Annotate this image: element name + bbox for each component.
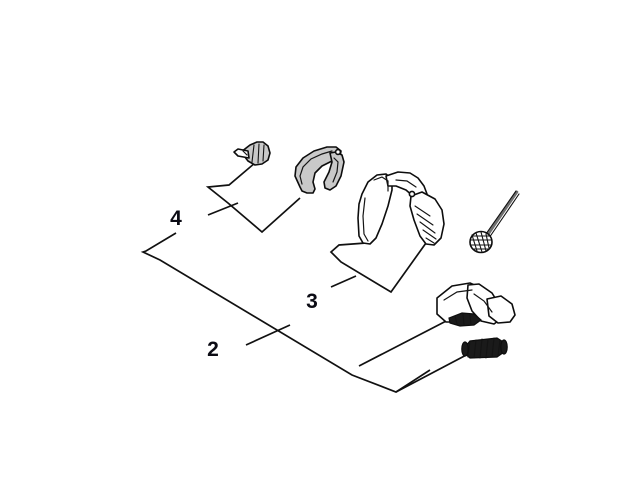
coil-spring-end-right [500, 339, 508, 355]
part-bracket-lever [357, 171, 445, 246]
leader-bracket-3 [329, 242, 427, 294]
leader-bracket-2-upper [140, 232, 431, 393]
leader-bracket-2-branch2 [395, 351, 473, 393]
knurled-pin-knurling [470, 231, 492, 253]
hook-lever-arm [323, 151, 345, 191]
coil-spring-coils [467, 337, 501, 359]
hook-lever-pivot [334, 148, 342, 156]
cone-clip-detail [242, 150, 248, 156]
clip-block-edge-1 [443, 289, 473, 301]
leader-tick-3 [330, 275, 357, 288]
knurled-pin-rod-edge-1 [485, 190, 517, 235]
bracket-lever-ribbed-tab [409, 191, 445, 246]
hook-lever-arm-edge [332, 157, 339, 183]
clip-block-shadow-hatch-3 [469, 314, 472, 326]
bracket-lever-hatch-5 [425, 237, 435, 244]
leader-group-3 [329, 242, 427, 294]
cone-clip-hatch-1 [251, 144, 255, 163]
clip-block-shadow-hatch-1 [454, 315, 458, 325]
callout-label-3: 3 [306, 290, 318, 313]
clip-block-shadow-hatch-2 [462, 313, 465, 326]
leader-tick-4 [207, 202, 239, 216]
callout-label-2: 2 [207, 338, 219, 361]
leader-group-4 [205, 156, 301, 234]
cone-clip-hatch-2 [257, 143, 260, 164]
leader-bracket-4 [205, 156, 301, 234]
callout-label-4: 4 [170, 207, 182, 230]
bracket-lever-hatch-4 [422, 229, 437, 240]
part-knurled-pin [469, 190, 520, 254]
bracket-lever-edge-2 [373, 176, 389, 192]
bracket-lever-edge-3 [395, 179, 417, 188]
bracket-lever-hatch-3 [419, 221, 436, 234]
part-coil-spring [461, 337, 508, 359]
bracket-lever-hatch-2 [416, 213, 434, 226]
leader-tick-2 [245, 324, 291, 346]
part-hook-lever [294, 146, 345, 194]
clip-block-tab [486, 295, 516, 324]
knurled-pin-rod-edge-2 [488, 193, 520, 239]
coil-spring-end-left [461, 341, 469, 357]
part-cone-clip [233, 141, 271, 166]
bracket-lever-hole [408, 190, 416, 198]
knurled-pin-rod [485, 190, 519, 238]
hook-lever-inner-edge [299, 150, 333, 185]
bracket-lever-hatch-1 [414, 205, 431, 217]
cone-clip-hatch-3 [262, 144, 265, 162]
clip-block-edge-2 [473, 293, 493, 313]
leader-bracket-2-branch [358, 317, 453, 367]
leader-group-2 [140, 232, 473, 393]
bracket-lever-main [357, 173, 393, 245]
cone-clip-tip [233, 148, 250, 159]
part-clip-block [436, 282, 516, 327]
bracket-lever-edge-1 [362, 197, 369, 242]
